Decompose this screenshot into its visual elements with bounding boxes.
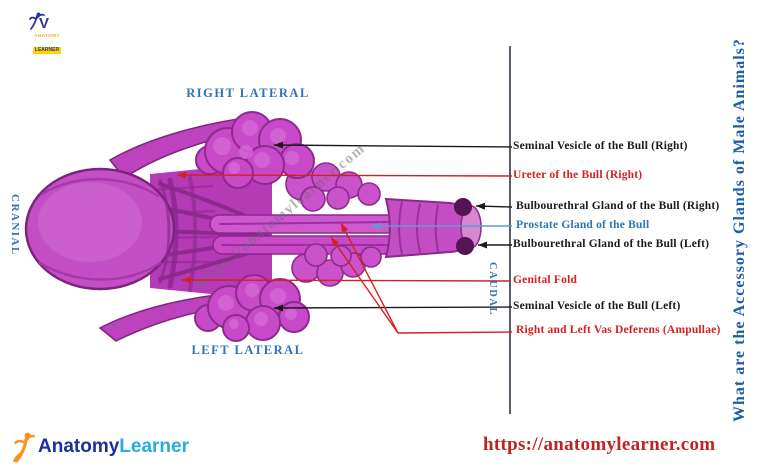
label-bulbourethral-right: Bulbourethral Gland of the Bull (Right) <box>516 200 720 212</box>
orientation-caudal: CAUDAL <box>487 262 498 316</box>
orientation-left-lateral: LEFT LATERAL <box>191 343 305 357</box>
label-bulbourethral-left: Bulbourethral Gland of the Bull (Left) <box>513 238 710 250</box>
leader-seminal-vesicle-left <box>273 304 513 312</box>
logo-anatomylearner-top: V ANATOMY LEARNER <box>28 12 66 56</box>
leader-genital-fold <box>181 276 511 284</box>
logo-bottom-learner-text: Learner <box>119 436 189 457</box>
leader-vas-deferens-horizontal <box>397 331 513 334</box>
leader-vas-deferens-lower <box>330 236 399 334</box>
label-genital-fold: Genital Fold <box>513 274 578 286</box>
label-ureter-right: Ureter of the Bull (Right) <box>513 169 643 181</box>
leader-seminal-vesicle-right <box>273 141 513 149</box>
logo-top-anatomy-text: ANATOMY <box>34 33 60 38</box>
leader-bulbourethral-right <box>475 202 513 210</box>
label-prostate: Prostate Gland of the Bull <box>516 219 650 231</box>
leader-vas-deferens-upper <box>340 222 399 334</box>
logo-bottom-anatomy-text: Anatomy <box>38 436 120 457</box>
label-vas-deferens: Right and Left Vas Deferens (Ampullae) <box>516 324 721 336</box>
website-url-link[interactable]: https://anatomylearner.com <box>483 434 716 455</box>
leaping-figure-icon <box>29 12 45 30</box>
orientation-right-lateral: RIGHT LATERAL <box>186 86 310 100</box>
leaping-figure-icon <box>13 432 35 463</box>
label-seminal-vesicle-right: Seminal Vesicle of the Bull (Right) <box>513 140 688 152</box>
leader-ureter-right <box>176 171 513 179</box>
logo-top-learner-text: LEARNER <box>32 47 62 54</box>
logo-v-letter: V <box>39 15 50 32</box>
page-title: What are the Accessory Glands of Male An… <box>731 38 748 422</box>
label-seminal-vesicle-left: Seminal Vesicle of the Bull (Left) <box>513 300 681 312</box>
orientation-cranial: CRANIAL <box>9 194 21 256</box>
